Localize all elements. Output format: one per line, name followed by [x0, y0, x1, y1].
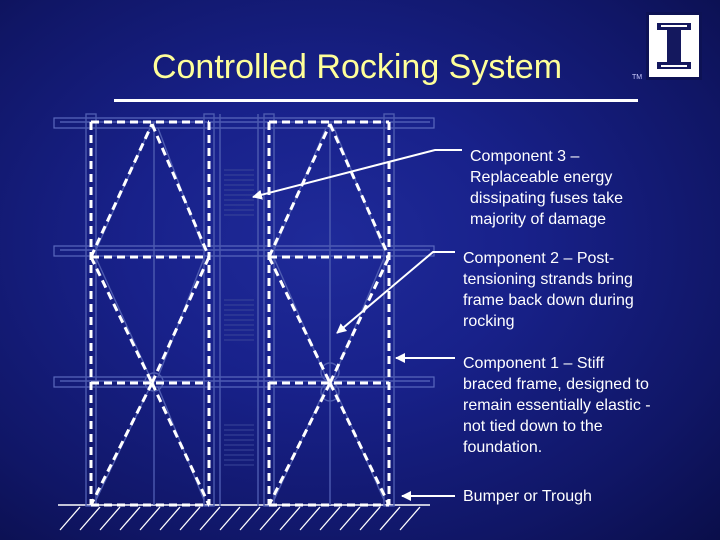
title-underline: [114, 99, 638, 102]
text-line: foundation.: [463, 439, 543, 456]
text-line: Bumper or Trough: [463, 488, 592, 505]
text-line: Replaceable energy: [470, 169, 613, 186]
university-logo: [646, 12, 702, 80]
text-line: remain essentially elastic -: [463, 397, 651, 414]
text-line: not tied down to the: [463, 418, 603, 435]
text-line: braced frame, designed to: [463, 376, 649, 393]
text-line: majority of damage: [470, 211, 607, 228]
text-line: rocking: [463, 313, 515, 330]
foundation-ground: [58, 504, 430, 531]
arrow-component-2: [336, 251, 455, 334]
callout-arrows: [252, 149, 462, 501]
logo-trademark: TM: [632, 74, 643, 81]
text-line: Component 1 – Stiff: [463, 355, 605, 372]
text-line: Component 3 –: [470, 148, 580, 165]
component-1-label: Component 1 – Stiff braced frame, design…: [463, 353, 651, 458]
text-line: frame back down during: [463, 292, 634, 309]
floor-beams: [53, 117, 435, 388]
arrow-component-3: [252, 149, 462, 200]
braced-frame-left: [89, 120, 211, 507]
component-2-label: Component 2 – Post- tensioning strands b…: [463, 248, 634, 332]
text-line: dissipating fuses take: [470, 190, 623, 207]
component-3-label: Component 3 – Replaceable energy dissipa…: [470, 146, 623, 230]
slide-title: Controlled Rocking System: [151, 48, 563, 86]
braced-frame-right: [267, 120, 391, 507]
text-line: Component 2 – Post-: [463, 250, 615, 267]
energy-dissipating-fuses: [224, 169, 254, 466]
bumper-label: Bumper or Trough: [463, 486, 592, 507]
text-line: tensioning strands bring: [463, 271, 633, 288]
